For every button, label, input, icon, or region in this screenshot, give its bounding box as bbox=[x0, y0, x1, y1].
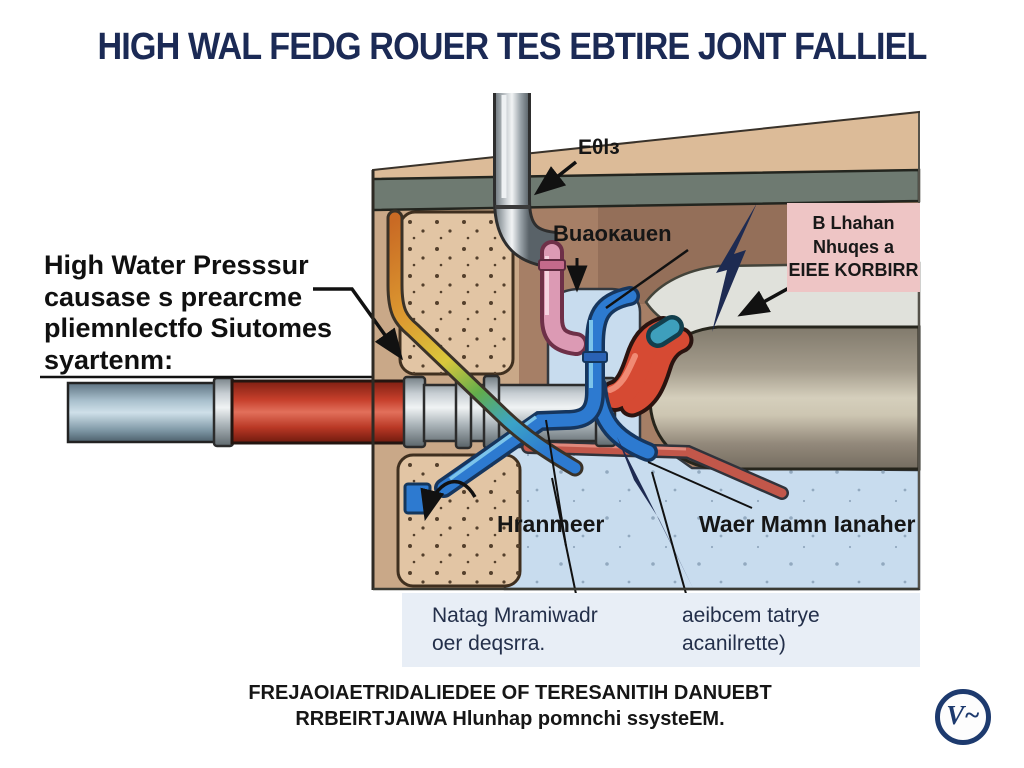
pressure-bolt-upper bbox=[712, 203, 757, 332]
footer-caption: FREJAOIAETRIDALIEDEE OF TERESANITIH DANU… bbox=[120, 680, 900, 732]
label-water-main: Waer Mamn Ianaher bbox=[699, 511, 916, 537]
label-ceiling: Eθlɜ bbox=[578, 136, 620, 159]
failed-joint-elbow bbox=[599, 315, 694, 418]
bottom-note-box: Natag Mramiwadr oer deqsrra. aeibcem tat… bbox=[402, 593, 920, 667]
brand-logo: V~ bbox=[935, 689, 991, 745]
brand-logo-glyph: V~ bbox=[946, 700, 980, 730]
footer-caption-line2: RRBEIRTJAIWA Hlunhap pomnchi ssysteEM. bbox=[295, 708, 725, 730]
left-note: High Water Presssur causase s prearcme p… bbox=[44, 250, 333, 375]
label-backflow: Buaoĸauen bbox=[553, 221, 672, 246]
blue-pipe-cap bbox=[403, 482, 432, 515]
pink-pipe bbox=[538, 240, 588, 356]
bottom-note-right: aeibcem tatrye acanilrette) bbox=[682, 603, 820, 655]
page-title: HIGH WAL FEDG ROUER TES EBTIRE JONT FALL… bbox=[97, 26, 927, 68]
concrete-block-upper bbox=[398, 210, 515, 376]
pressure-bolt-lower bbox=[617, 437, 693, 588]
footer-caption-line1: FREJAOIAETRIDALIEDEE OF TERESANITIH DANU… bbox=[248, 682, 772, 704]
label-hammer: Hranmeer bbox=[497, 511, 605, 537]
pool-speckles bbox=[505, 447, 919, 589]
pink-callout-box: B Lhahan Nhuqes a EIEE KORBIRR bbox=[787, 203, 920, 292]
ceiling-wedge bbox=[372, 110, 920, 182]
bottom-note-left: Natag Mramiwadr oer deqsrra. bbox=[432, 603, 598, 655]
